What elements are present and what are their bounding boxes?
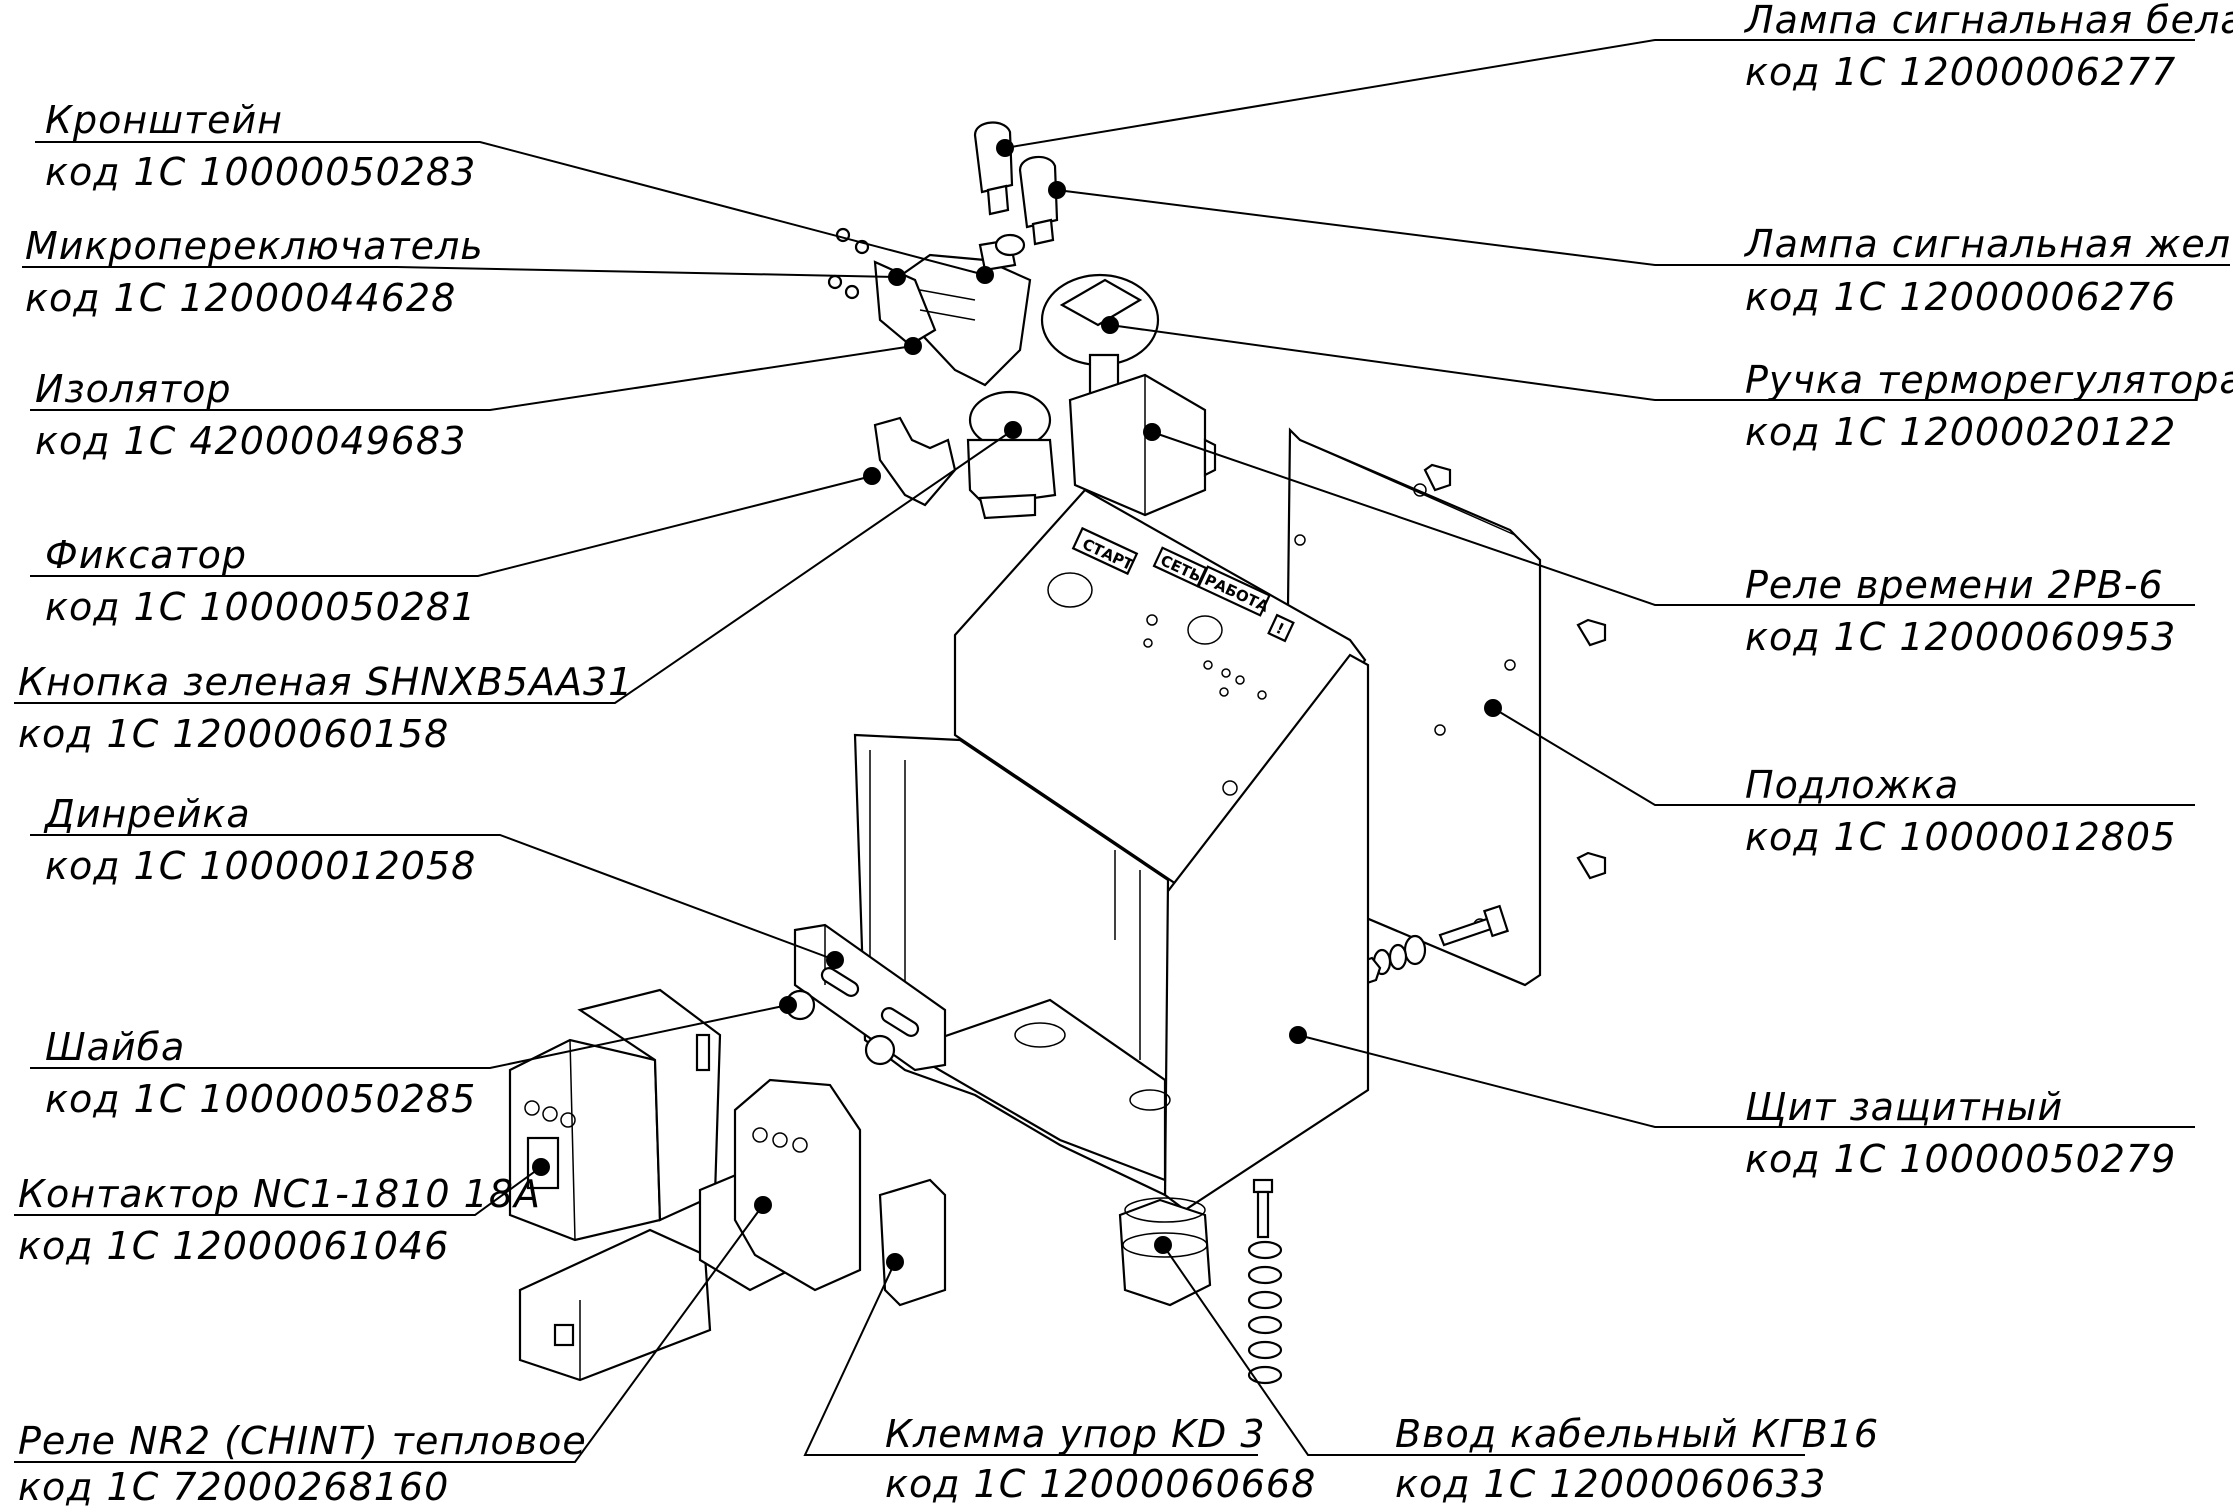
label-fixer-code: код 1С 10000050281 bbox=[45, 585, 476, 629]
label-insulator-code: код 1С 42000049683 bbox=[35, 419, 466, 463]
label-contactor-name: Контактор NC1-1810 18A bbox=[18, 1172, 541, 1216]
dot-lamp-yellow bbox=[1048, 181, 1066, 199]
leader-lines bbox=[14, 39, 2230, 1463]
label-thermal-relay-code: код 1С 72000268160 bbox=[18, 1465, 449, 1506]
callout-labels: Лампа сигнальная белая код 1С 1200000627… bbox=[18, 0, 2233, 1506]
thermo-relay-part bbox=[1040, 273, 1217, 517]
label-microswitch-name: Микропереключатель bbox=[25, 224, 484, 268]
label-din-rail-code: код 1С 10000012058 bbox=[45, 844, 476, 888]
label-cable-gland-code: код 1С 12000060633 bbox=[1395, 1462, 1826, 1506]
label-washer-name: Шайба bbox=[45, 1025, 185, 1069]
label-green-button-code: код 1С 12000060158 bbox=[18, 712, 449, 756]
label-backplate-name: Подложка bbox=[1745, 763, 1959, 807]
dot-microswitch bbox=[888, 268, 906, 286]
label-thermal-relay-name: Реле NR2 (CHINT) тепловое bbox=[18, 1419, 587, 1463]
bolt-stack bbox=[1247, 1178, 1283, 1385]
dot-green-button bbox=[1004, 421, 1022, 439]
terminal-block-part bbox=[733, 1078, 947, 1307]
label-din-rail-name: Динрейка bbox=[43, 792, 251, 836]
lamps-part bbox=[973, 121, 1059, 246]
dot-thermal-relay bbox=[754, 1196, 772, 1214]
label-lamp-white-name: Лампа сигнальная белая bbox=[1743, 0, 2233, 42]
dot-shield bbox=[1289, 1026, 1307, 1044]
label-backplate-code: код 1С 10000012805 bbox=[1745, 815, 2176, 859]
shield-part: СТАРТ СЕТЬ РАБОТА ! bbox=[853, 488, 1370, 1212]
fixer-button-part bbox=[873, 390, 1057, 520]
dot-contactor bbox=[532, 1158, 550, 1176]
label-washer-code: код 1С 10000050285 bbox=[45, 1077, 476, 1121]
label-fixer-name: Фиксатор bbox=[45, 533, 247, 577]
dot-din-rail bbox=[826, 951, 844, 969]
label-bracket-code: код 1С 10000050283 bbox=[45, 150, 476, 194]
dot-terminal-stop bbox=[886, 1253, 904, 1271]
label-time-relay-code: код 1С 12000060953 bbox=[1745, 615, 2176, 659]
label-microswitch-code: код 1С 12000044628 bbox=[25, 276, 456, 320]
bolt-washers bbox=[1354, 904, 1510, 986]
label-bracket-name: Кронштейн bbox=[45, 98, 283, 142]
label-terminal-stop-code: код 1С 12000060668 bbox=[885, 1462, 1316, 1506]
dot-fixer bbox=[863, 467, 881, 485]
label-cable-gland-name: Ввод кабельный КГВ16 bbox=[1395, 1412, 1879, 1456]
dot-cable-gland bbox=[1154, 1236, 1172, 1254]
label-shield-name: Щит защитный bbox=[1745, 1085, 2063, 1129]
label-contactor-code: код 1С 12000061046 bbox=[18, 1224, 449, 1268]
dot-backplate bbox=[1484, 699, 1502, 717]
label-shield-code: код 1С 10000050279 bbox=[1745, 1137, 2176, 1181]
label-terminal-stop-name: Клемма упор KD 3 bbox=[885, 1412, 1266, 1456]
dot-washer bbox=[779, 996, 797, 1014]
dot-time-relay bbox=[1143, 423, 1161, 441]
dot-lamp-white bbox=[996, 139, 1014, 157]
label-thermo-knob-code: код 1С 12000020122 bbox=[1745, 410, 2176, 454]
microswitch-bracket-part bbox=[827, 227, 1032, 387]
label-lamp-yellow-name: Лампа сигнальная желтая bbox=[1743, 222, 2233, 266]
label-thermo-knob-name: Ручка терморегулятора bbox=[1745, 358, 2233, 402]
label-lamp-white-code: код 1С 12000006277 bbox=[1745, 50, 2176, 94]
parts-drawing: СТАРТ СЕТЬ РАБОТА ! bbox=[508, 121, 1607, 1385]
dot-thermo-knob bbox=[1101, 316, 1119, 334]
dot-bracket bbox=[976, 266, 994, 284]
label-time-relay-name: Реле времени 2РВ-6 bbox=[1745, 563, 2164, 607]
dot-insulator bbox=[904, 337, 922, 355]
contactor-part bbox=[508, 988, 722, 1242]
label-insulator-name: Изолятор bbox=[35, 367, 232, 411]
label-green-button-name: Кнопка зеленая SHNXB5AA31 bbox=[18, 660, 633, 704]
callout-dots bbox=[532, 139, 1502, 1271]
label-lamp-yellow-code: код 1С 12000006276 bbox=[1745, 275, 2176, 319]
